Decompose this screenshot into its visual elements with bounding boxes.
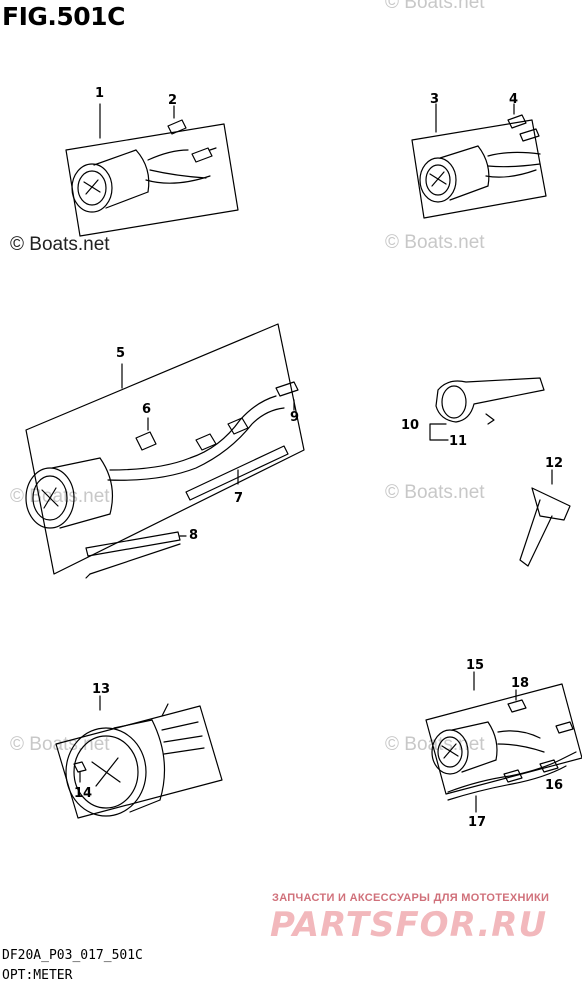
part-number-2: 2 [168,93,178,108]
watermark: © Boats.net [10,234,110,255]
watermark: © Boats.net [385,482,485,503]
meter-kit-5 [25,323,305,579]
part-number-12: 12 [545,456,564,471]
part-number-17: 17 [468,815,487,830]
part-number-10: 10 [401,418,420,433]
meter-bracket-10 [429,377,545,441]
meter-kit-13 [55,695,223,819]
watermark: © Boats.net [10,486,110,507]
meter-bracket-12 [519,469,571,567]
part-number-11: 11 [449,434,468,449]
part-number-9: 9 [290,410,300,425]
part-number-4: 4 [509,92,519,107]
part-number-5: 5 [116,346,126,361]
brand-logo: PARTSFOR.RU [270,905,548,945]
figure-title: FIG.501C [2,2,125,31]
part-number-8: 8 [189,528,199,543]
part-number-16: 16 [545,778,564,793]
part-number-13: 13 [92,682,111,697]
meter-kit-3 [411,103,547,219]
meter-kit-1 [65,103,239,237]
watermark: © Boats.net [385,734,485,755]
part-number-1: 1 [95,86,105,101]
brand-tagline: ЗАПЧАСТИ И АКСЕССУАРЫ ДЛЯ МОТОТЕХНИКИ [272,892,550,904]
part-number-14: 14 [74,786,93,801]
watermark: © Boats.net [385,232,485,253]
meter-kit-15 [425,671,582,813]
watermark: © Boats.net [385,0,485,13]
figure-code: DF20A_P03_017_501C [2,948,143,963]
part-number-15: 15 [466,658,485,673]
part-number-3: 3 [430,92,440,107]
part-number-6: 6 [142,402,152,417]
part-number-7: 7 [234,491,244,506]
watermark: © Boats.net [10,734,110,755]
part-number-18: 18 [511,676,530,691]
figure-subtitle: OPT:METER [2,968,73,983]
